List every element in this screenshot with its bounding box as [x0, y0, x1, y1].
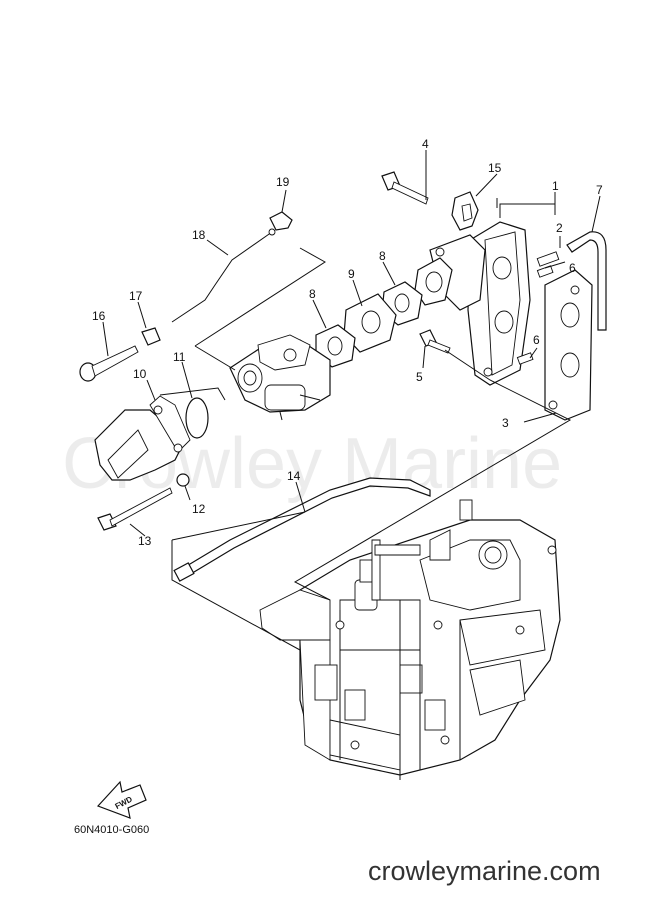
bolt-4	[381, 171, 429, 205]
callout-17: 17	[129, 289, 143, 303]
callout-2: 2	[556, 221, 563, 235]
callout-18: 18	[192, 228, 206, 242]
o-ring	[185, 397, 209, 439]
callout-16: 16	[92, 309, 106, 323]
leader-lines	[102, 150, 601, 651]
grommet-17	[141, 327, 161, 346]
fwd-arrow: FWD	[96, 780, 147, 819]
figure-code: 60N4010-G060	[74, 824, 149, 836]
site-footer: crowleymarine.com	[368, 856, 601, 886]
clamp-15	[451, 191, 479, 231]
link-rod	[171, 231, 273, 323]
manifold-gasket	[544, 269, 593, 421]
callout-11: 11	[173, 350, 186, 364]
callout-15: 15	[488, 161, 502, 175]
callout-19: 19	[276, 175, 290, 189]
breather-hose	[566, 231, 607, 331]
bolt-5	[419, 329, 451, 354]
callout-4: 4	[422, 137, 429, 151]
fuel-hose-end	[173, 562, 195, 582]
callout-3: 3	[502, 416, 509, 430]
engine-block	[259, 499, 561, 780]
link-rod-end	[268, 228, 276, 236]
callout-13: 13	[138, 534, 152, 548]
callout-14: 14	[287, 469, 301, 483]
intake-silencer	[94, 395, 191, 481]
callout-1: 1	[552, 179, 559, 193]
collar	[176, 473, 190, 487]
callout-9: 9	[348, 267, 355, 281]
bolt-13	[97, 487, 173, 531]
joint-clip	[269, 211, 293, 231]
callout-8a: 8	[379, 249, 386, 263]
callout-6a: 6	[569, 261, 576, 275]
carburetor	[229, 334, 331, 421]
callout-8b: 8	[309, 287, 316, 301]
dowel-pins	[516, 251, 560, 365]
callout-7: 7	[596, 183, 603, 197]
callout-6b: 6	[533, 333, 540, 347]
carburetor-gaskets	[315, 281, 423, 368]
intake-manifold	[414, 221, 531, 386]
callout-12: 12	[192, 502, 206, 516]
callout-5: 5	[416, 370, 423, 384]
callout-10: 10	[133, 367, 147, 381]
screw-16	[79, 345, 139, 382]
fuel-hose	[179, 477, 431, 579]
